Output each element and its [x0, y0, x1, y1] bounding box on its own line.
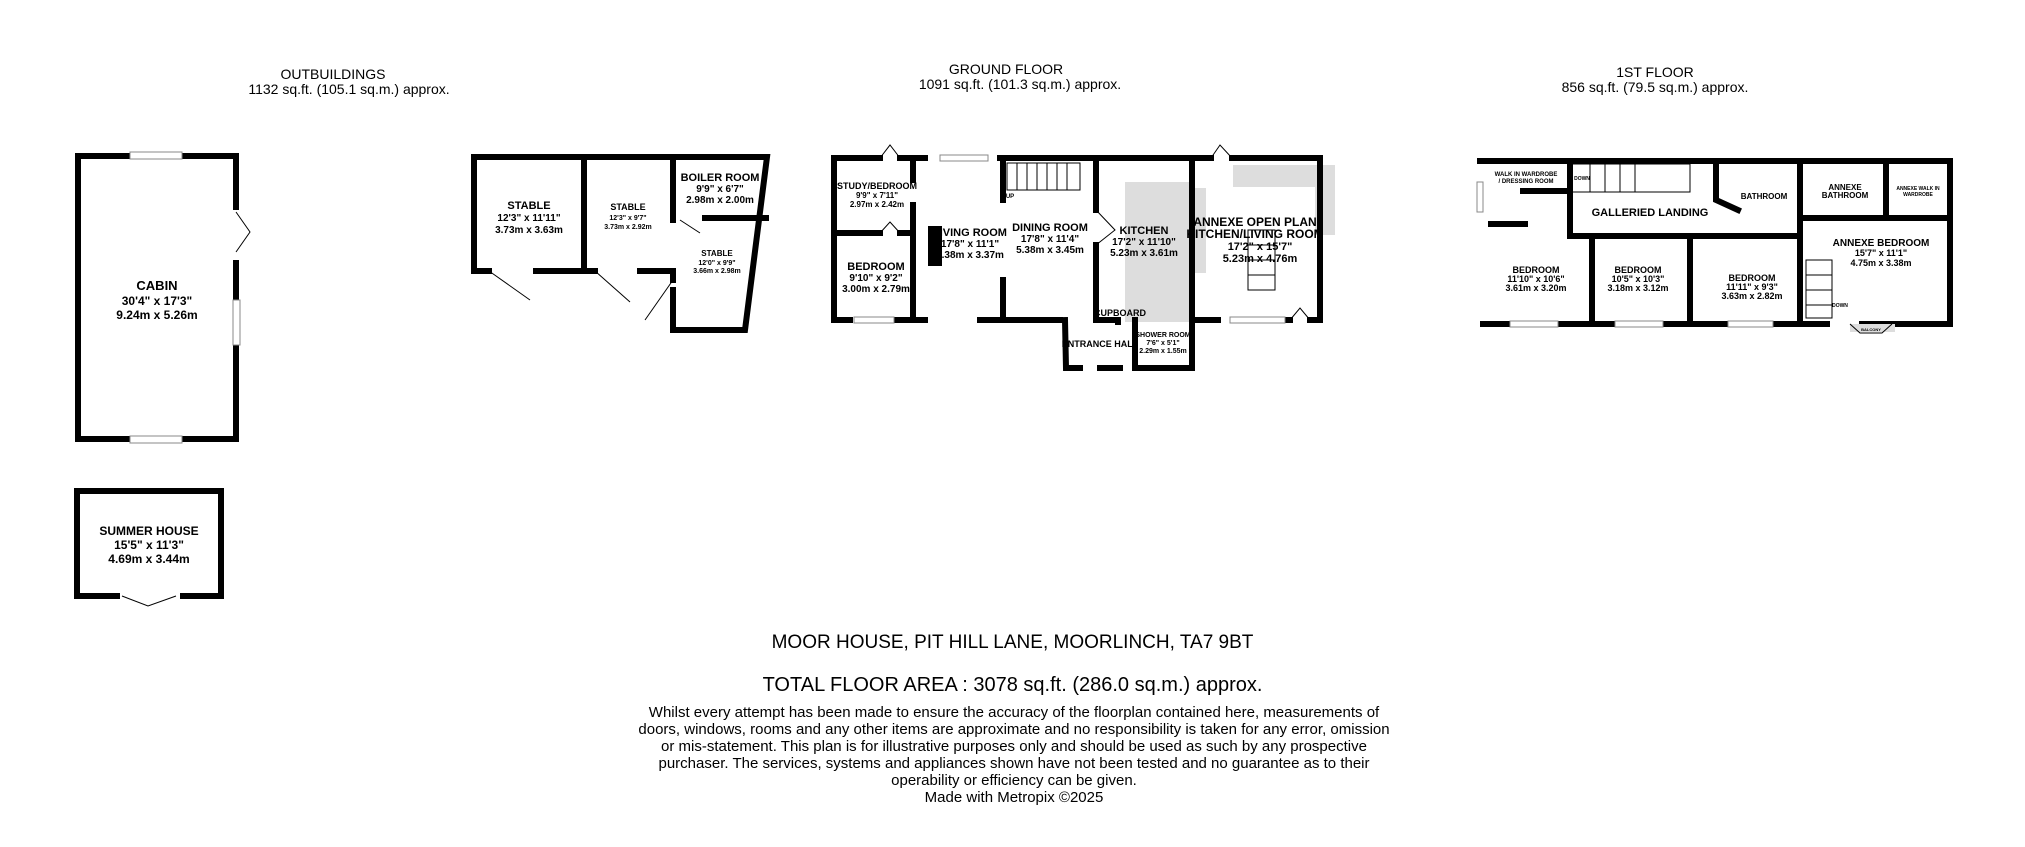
wardrobe-name: WALK IN WARDROBE — [1495, 172, 1558, 178]
first-floor-title: 1ST FLOOR — [1616, 64, 1694, 80]
cabin-imperial: 30'4" x 17'3" — [122, 294, 192, 308]
summer-house-name: SUMMER HOUSE — [99, 524, 198, 538]
ground-floor: UP STUDY/BEDROOM 9'9" x 7'11" 2.97m x 2.… — [831, 144, 1335, 371]
bedroom-1-name: BEDROOM — [1513, 265, 1560, 275]
wardrobe-name-2: / DRESSING ROOM — [1498, 179, 1553, 185]
annexe-kitchen-metric: 5.23m x 4.76m — [1223, 253, 1298, 265]
dining-room-metric: 5.38m x 3.45m — [1016, 245, 1084, 256]
first-floor-area: 856 sq.ft. (79.5 sq.m.) approx. — [1562, 79, 1749, 95]
living-room-name: LIVING ROOM — [933, 227, 1007, 239]
shower-room-name: SHOWER ROOM — [1135, 332, 1190, 339]
balcony-name: BALCONY — [1861, 327, 1881, 332]
boiler-room-imperial: 9'9" x 6'7" — [696, 184, 744, 195]
summer-house-metric: 4.69m x 3.44m — [108, 552, 189, 566]
cabin-metric: 9.24m x 5.26m — [116, 308, 197, 322]
annexe-kitchen-imperial: 17'2" x 15'7" — [1228, 241, 1293, 253]
ground-floor-title: GROUND FLOOR — [949, 61, 1063, 77]
annexe-kitchen-name-2: KITCHEN/LIVING ROOM — [1186, 227, 1323, 241]
dining-room-imperial: 17'8" x 11'4" — [1021, 234, 1079, 245]
boiler-room-name: BOILER ROOM — [681, 172, 760, 184]
annexe-bedroom-imperial: 15'7" x 11'1" — [1855, 248, 1907, 258]
property-address: MOOR HOUSE, PIT HILL LANE, MOORLINCH, TA… — [771, 632, 1254, 653]
annexe-bedroom-name: ANNEXE BEDROOM — [1833, 238, 1930, 249]
cabin: CABIN 30'4" x 17'3" 9.24m x 5.26m — [75, 151, 251, 444]
bedroom-3-name: BEDROOM — [1729, 273, 1776, 283]
dining-room-name: DINING ROOM — [1012, 222, 1088, 234]
study-bedroom-name: STUDY/BEDROOM — [837, 181, 917, 191]
outbuildings-title: OUTBUILDINGS — [280, 66, 385, 82]
stable-1-imperial: 12'3" x 11'11" — [497, 213, 560, 224]
annexe-wardrobe-name: ANNEXE WALK IN — [1896, 186, 1940, 192]
stable-3-imperial: 12'0" x 9'9" — [698, 260, 735, 267]
living-room-imperial: 17'8" x 11'1" — [941, 239, 999, 250]
disclaimer-text: Whilst every attempt has been made to en… — [638, 704, 1390, 789]
annexe-kitchen-name: ANNEXE OPEN PLAN — [1193, 215, 1316, 229]
stairs-down-label: DOWN — [1574, 176, 1590, 182]
bedroom-3-imperial: 11'11" x 9'3" — [1726, 282, 1778, 292]
stable-2-imperial: 12'3" x 9'7" — [609, 215, 646, 222]
boiler-room-metric: 2.98m x 2.00m — [686, 195, 754, 206]
outbuildings-area: 1132 sq.ft. (105.1 sq.m.) approx. — [248, 81, 449, 97]
shower-room-imperial: 7'6" x 5'1" — [1146, 340, 1179, 347]
total-floor-area: TOTAL FLOOR AREA : 3078 sq.ft. (286.0 sq… — [762, 674, 1263, 696]
annexe-bathroom-name: ANNEXE — [1828, 183, 1862, 192]
annexe-wardrobe-name-2: WARDROBE — [1903, 192, 1933, 198]
entrance-hall-name: ENTRANCE HALL — [1062, 339, 1139, 349]
first-floor: DOWN DOWN BALCONY WALK IN WARDROBE / DRE… — [1476, 158, 1953, 334]
bedroom-ground-imperial: 9'10" x 9'2" — [849, 273, 902, 284]
shower-room-metric: 2.29m x 1.55m — [1139, 348, 1186, 355]
bedroom-ground-metric: 3.00m x 2.79m — [842, 284, 910, 295]
galleried-landing-name: GALLERIED LANDING — [1592, 207, 1709, 219]
bedroom-ground-name: BEDROOM — [847, 261, 904, 273]
annexe-bathroom-name-2: BATHROOM — [1822, 191, 1869, 200]
bedroom-2-name: BEDROOM — [1615, 265, 1662, 275]
cupboard-name: CUPBOARD — [1094, 308, 1147, 318]
stable-3-metric: 3.66m x 2.98m — [693, 268, 740, 275]
summer-house-imperial: 15'5" x 11'3" — [114, 538, 184, 552]
summer-house: SUMMER HOUSE 15'5" x 11'3" 4.69m x 3.44m — [74, 488, 224, 607]
annexe-bedroom-metric: 4.75m x 3.38m — [1850, 258, 1911, 268]
ground-floor-area: 1091 sq.ft. (101.3 sq.m.) approx. — [919, 76, 1121, 92]
stable-2-name: STABLE — [610, 202, 645, 212]
living-room-metric: 5.38m x 3.37m — [936, 250, 1004, 261]
bedroom-2-imperial: 10'5" x 10'3" — [1612, 274, 1665, 284]
stables: STABLE 12'3" x 11'11" 3.73m x 3.63m STAB… — [471, 154, 771, 333]
study-bedroom-imperial: 9'9" x 7'11" — [856, 191, 898, 200]
stable-3-name: STABLE — [701, 249, 733, 258]
stable-1-name: STABLE — [507, 200, 550, 212]
stairs-up-label: UP — [1006, 194, 1014, 200]
bedroom-2-metric: 3.18m x 3.12m — [1607, 283, 1668, 293]
disclaimer: Whilst every attempt has been made to en… — [634, 704, 1394, 806]
cabin-name: CABIN — [136, 278, 177, 293]
stable-1-metric: 3.73m x 3.63m — [495, 225, 563, 236]
study-bedroom-metric: 2.97m x 2.42m — [850, 200, 904, 209]
annexe-stairs-down-label: DOWN — [1832, 303, 1848, 309]
bedroom-1-metric: 3.61m x 3.20m — [1505, 283, 1566, 293]
metropix-credit: Made with Metropix ©2025 — [924, 789, 1104, 806]
bedroom-3-metric: 3.63m x 2.82m — [1721, 291, 1782, 301]
bedroom-1-imperial: 11'10" x 10'6" — [1507, 274, 1564, 284]
kitchen-metric: 5.23m x 3.61m — [1110, 248, 1178, 259]
bathroom-name: BATHROOM — [1741, 192, 1788, 201]
kitchen-imperial: 17'2" x 11'10" — [1112, 237, 1176, 248]
stable-2-metric: 3.73m x 2.92m — [604, 224, 651, 231]
kitchen-name: KITCHEN — [1120, 225, 1169, 237]
